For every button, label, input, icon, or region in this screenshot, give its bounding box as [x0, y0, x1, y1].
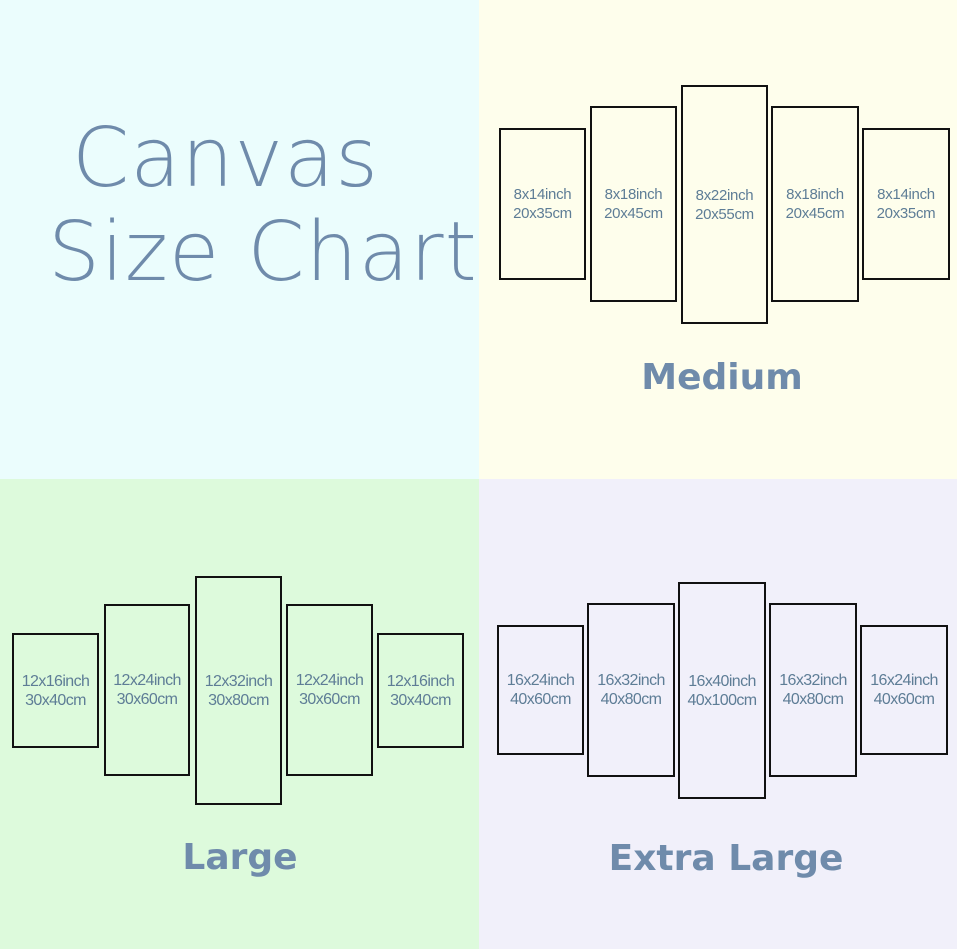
- medium-panel-3: 8x22inch 20x55cm: [681, 85, 768, 324]
- extra-large-panel-3: 16x40inch 40x100cm: [678, 582, 766, 799]
- panel-inch-size: 12x24inch: [113, 672, 181, 689]
- panel-cm-size: 20x35cm: [513, 205, 572, 222]
- medium-quadrant: [479, 0, 957, 479]
- panel-inch-size: 16x32inch: [779, 672, 847, 689]
- panel-cm-size: 20x45cm: [785, 205, 845, 222]
- panel-cm-size: 40x100cm: [687, 691, 757, 709]
- large-panel-1: 12x16inch 30x40cm: [12, 633, 99, 748]
- panel-inch-size: 12x16inch: [386, 672, 455, 690]
- panel-inch-size: 12x32inch: [204, 672, 273, 690]
- panel-inch-size: 16x40inch: [688, 672, 756, 690]
- panel-cm-size: 40x60cm: [510, 691, 571, 708]
- panel-cm-size: 20x35cm: [876, 205, 936, 222]
- medium-panel-1: 8x14inch 20x35cm: [499, 128, 586, 280]
- panel-cm-size: 40x80cm: [600, 691, 662, 708]
- panel-cm-size: 30x40cm: [390, 691, 451, 709]
- panel-cm-size: 20x55cm: [695, 205, 754, 223]
- large-label: Large: [182, 837, 298, 878]
- panel-cm-size: 20x45cm: [604, 205, 663, 222]
- large-panel-3: 12x32inch 30x80cm: [195, 576, 282, 805]
- panel-inch-size: 8x22inch: [695, 186, 754, 204]
- panel-cm-size: 30x40cm: [25, 691, 86, 709]
- panel-inch-size: 16x24inch: [870, 672, 938, 689]
- extra-large-quadrant: [479, 479, 957, 949]
- panel-cm-size: 30x60cm: [116, 691, 178, 708]
- panel-inch-size: 16x32inch: [597, 672, 665, 689]
- panel-inch-size: 12x16inch: [21, 672, 90, 690]
- panel-cm-size: 30x80cm: [208, 691, 269, 709]
- panel-inch-size: 8x14inch: [877, 186, 935, 203]
- extra-large-panel-5: 16x24inch 40x60cm: [860, 625, 948, 755]
- panel-inch-size: 8x18inch: [786, 186, 844, 203]
- medium-panel-2: 8x18inch 20x45cm: [590, 106, 677, 302]
- panel-inch-size: 8x14inch: [513, 186, 572, 203]
- panel-cm-size: 30x60cm: [299, 691, 360, 708]
- extra-large-panel-4: 16x32inch 40x80cm: [769, 603, 857, 777]
- title-line-1: Canvas: [72, 111, 379, 206]
- large-panel-4: 12x24inch 30x60cm: [286, 604, 373, 776]
- panel-cm-size: 40x80cm: [782, 691, 844, 708]
- extra-large-panel-2: 16x32inch 40x80cm: [587, 603, 675, 777]
- title-line-2: Size Chart: [48, 205, 478, 300]
- medium-panel-5: 8x14inch 20x35cm: [862, 128, 950, 280]
- large-quadrant: [0, 479, 479, 949]
- panel-inch-size: 8x18inch: [604, 186, 663, 203]
- panel-inch-size: 16x24inch: [506, 672, 575, 689]
- extra-large-label: Extra Large: [608, 838, 844, 879]
- large-panel-2: 12x24inch 30x60cm: [104, 604, 190, 776]
- medium-panel-4: 8x18inch 20x45cm: [771, 106, 859, 302]
- panel-cm-size: 40x60cm: [873, 691, 935, 708]
- medium-label: Medium: [641, 357, 803, 398]
- title-quadrant: Canvas Size Chart: [0, 0, 479, 479]
- panel-inch-size: 12x24inch: [295, 672, 364, 689]
- large-panel-5: 12x16inch 30x40cm: [377, 633, 464, 748]
- extra-large-panel-1: 16x24inch 40x60cm: [497, 625, 584, 755]
